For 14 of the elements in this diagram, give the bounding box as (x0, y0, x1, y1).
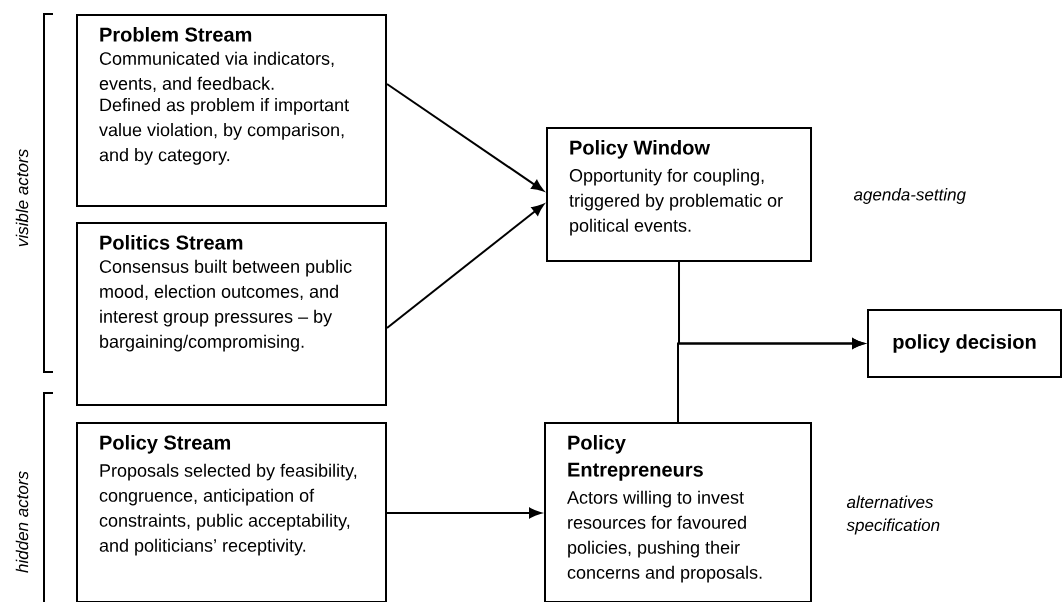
process-box: Problem Stream Communicated via indicators, events, and feedback. Defined as problem if important value violation, by comparison, and by category. (76, 14, 387, 207)
side-label: visible actors (15, 149, 29, 247)
arrow (386, 203, 544, 329)
process-box: Politics Stream Consensus built between public mood, election outcomes, and interest group pressures – by bargaining/compromising. (76, 222, 387, 406)
process-box: Policy Entrepreneurs Actors willing to invest resources for favoured policies, pushing their concerns and proposals. (544, 422, 812, 602)
process-box: Policy Window Opportunity for coupling, triggered by problematic or political events. (546, 127, 812, 262)
process-box: Policy Stream Proposals selected by feasibility, congruence, anticipation of constraints, public acceptability, and politicians’ receptivity. (76, 422, 387, 602)
arrow (386, 507, 542, 519)
phase-label: alternatives specification (846, 495, 940, 535)
arrow (677, 338, 865, 423)
side-label: hidden actors (15, 471, 29, 573)
phase-label: agenda-setting (853, 188, 966, 204)
arrow (386, 83, 544, 192)
process-box: policy decision (867, 309, 1062, 378)
